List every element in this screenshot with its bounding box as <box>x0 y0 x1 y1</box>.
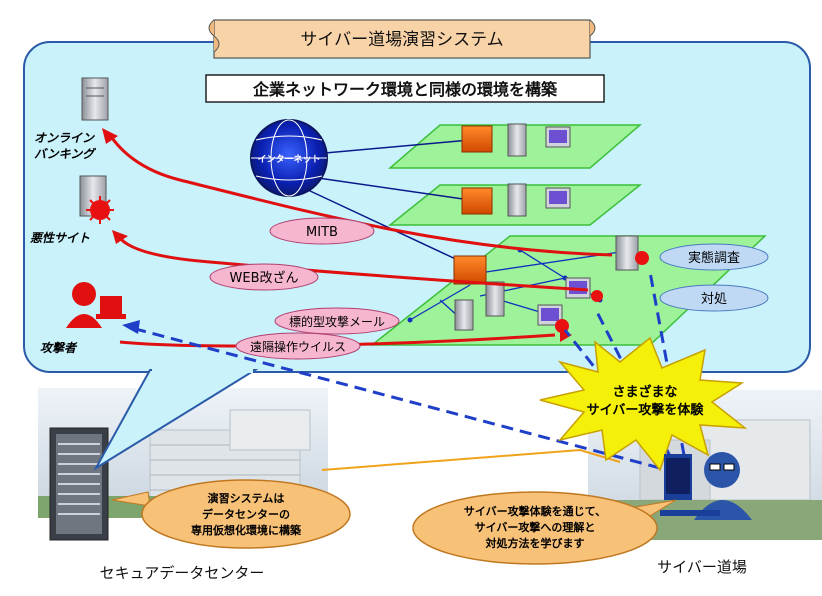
subtitle: 企業ネットワーク環境と同様の環境を構築 <box>252 80 558 99</box>
callout-right-line-1: サイバー攻撃体験を通じて、 <box>464 504 606 518</box>
burst-line-1: さまざまな <box>612 384 677 400</box>
attack-mitb-text: MITB <box>306 225 338 240</box>
attack-targeted-mail-text: 標的型攻撃メール <box>289 314 385 329</box>
bank-server-icon <box>81 77 109 121</box>
online-banking-label-1: オンライン <box>34 131 95 145</box>
attack-label-mitb <box>269 217 375 245</box>
attack-remote-virus-text: 遠隔操作ウイルス <box>250 339 346 354</box>
datacenter-label: セキュアデータセンター <box>100 564 265 582</box>
connector-line <box>321 448 621 471</box>
attack-label-remote-virus <box>235 332 361 360</box>
callout-left-line-3: 専用仮想化環境に構築 <box>191 523 302 537</box>
burst-line-2: サイバー攻撃を体験 <box>587 402 705 418</box>
network-virus-icons <box>555 251 649 333</box>
callout-right-line-3: 対処方法を学びます <box>485 536 585 550</box>
page-title: サイバー道場演習システム <box>300 30 503 49</box>
title-scroll <box>208 19 596 59</box>
callout-datacenter <box>111 479 351 549</box>
virus-icon <box>86 196 114 224</box>
internet-globe-icon <box>250 119 328 197</box>
subtitle-box <box>205 74 605 103</box>
student-icon <box>660 452 752 520</box>
attacker-label: 攻撃者 <box>40 341 78 355</box>
response-countermeasure-text: 対処 <box>701 292 727 307</box>
internet-label: インターネット <box>257 153 320 165</box>
experience-burst <box>539 336 748 472</box>
response-label-investigation <box>659 243 769 271</box>
datacenter-rack <box>49 427 109 541</box>
callout-right-line-2: サイバー攻撃への理解と <box>475 520 596 534</box>
attacker-icon <box>66 282 126 328</box>
online-banking-label-2: バンキング <box>34 147 96 161</box>
malicious-site-label: 悪性サイト <box>30 231 90 245</box>
attack-label-targeted-mail <box>274 307 400 335</box>
internet-links <box>307 139 471 263</box>
response-label-countermeasure <box>659 284 769 312</box>
server-icon <box>454 123 639 331</box>
callout-left-line-2: データセンターの <box>202 507 290 521</box>
callout-dojo <box>412 491 677 565</box>
dojo-label: サイバー道場 <box>657 558 747 576</box>
attack-label-web-tamper <box>209 263 319 291</box>
attack-web-tamper-text: WEB改ざん <box>230 270 299 286</box>
callout-left-line-1: 演習システムは <box>208 491 285 505</box>
firewall-icon <box>453 125 493 285</box>
response-investigation-text: 実態調査 <box>688 250 740 266</box>
